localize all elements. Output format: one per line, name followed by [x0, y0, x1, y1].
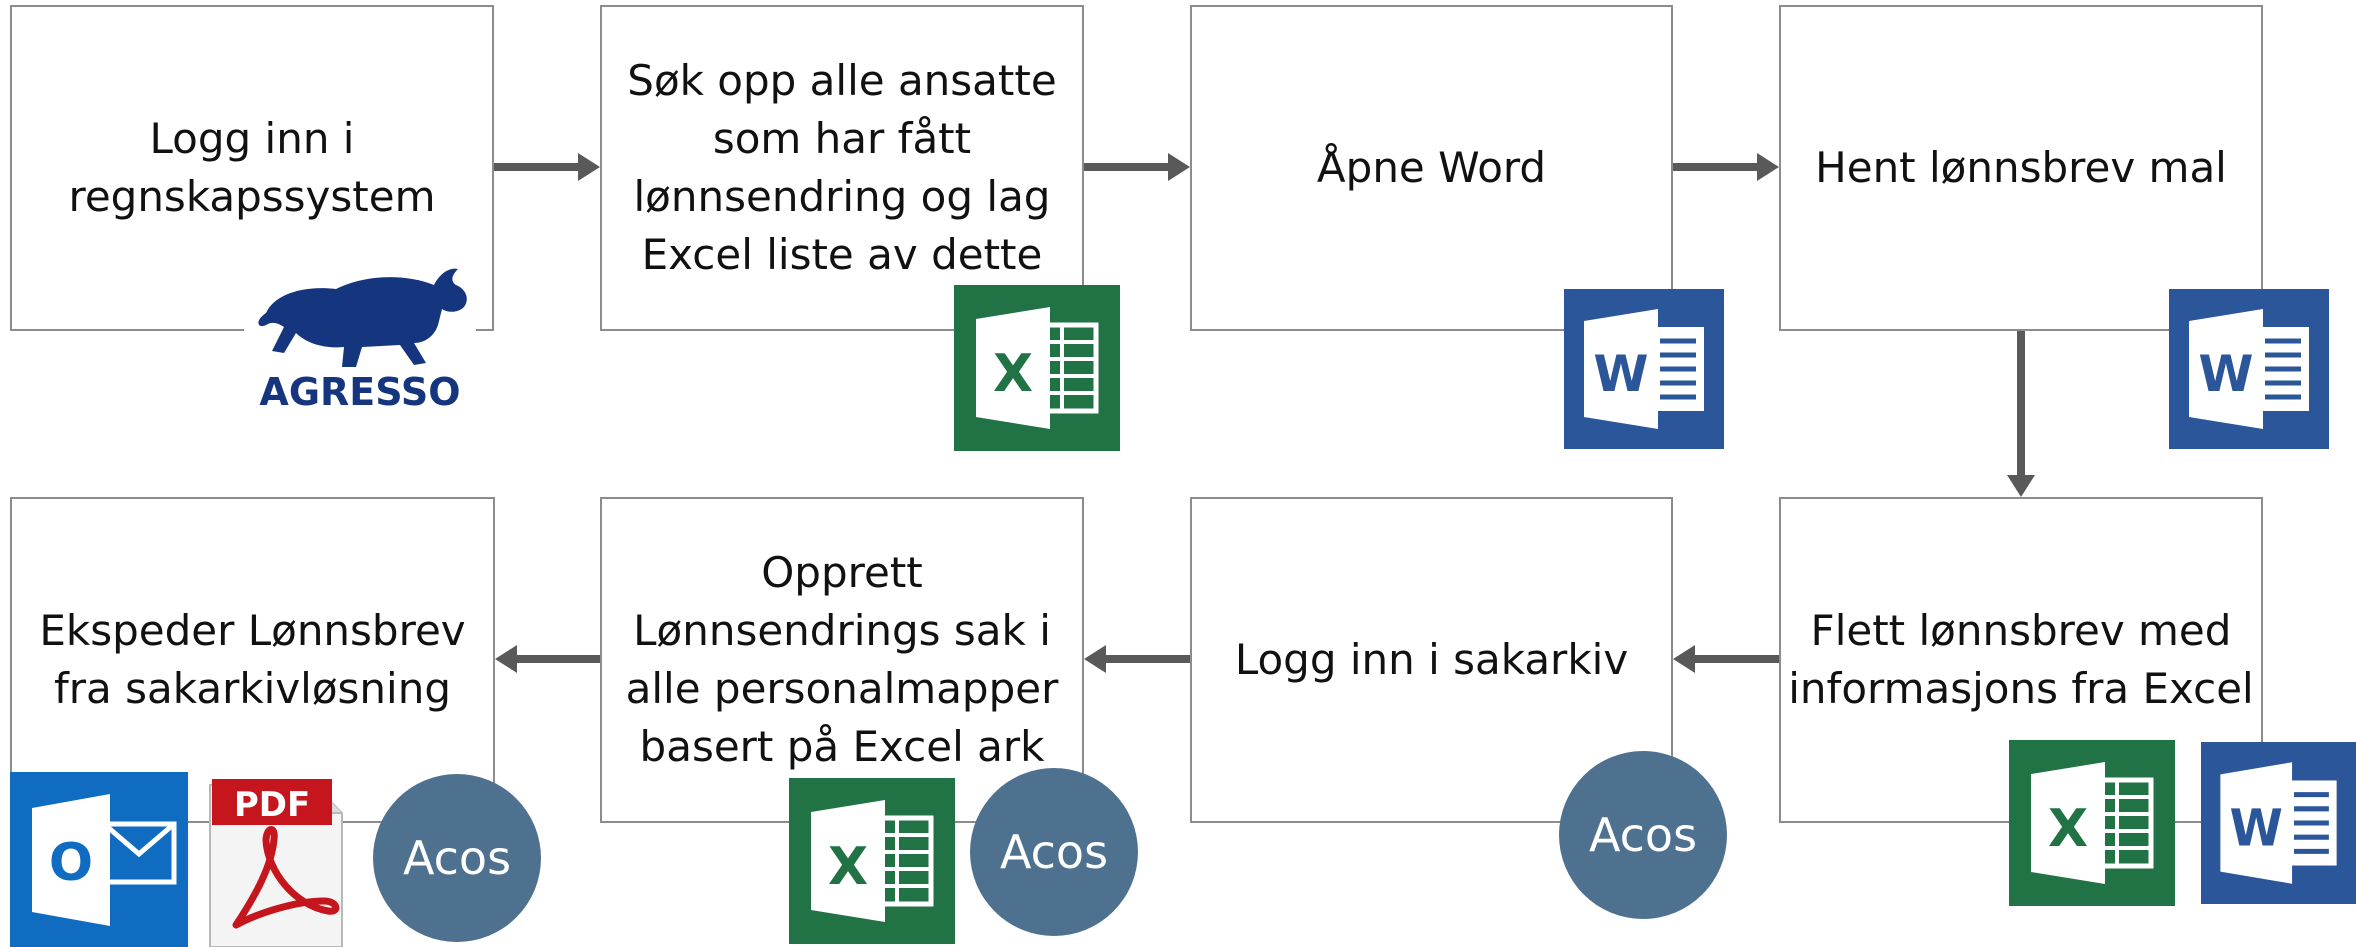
- arrow-2-3-head: [1168, 153, 1190, 181]
- step-label: Logg inn i sakarkiv: [1234, 635, 1629, 684]
- step-get-template: Hent lønnsbrev mal: [1779, 5, 2263, 331]
- svg-text:O: O: [49, 833, 93, 893]
- svg-text:PDF: PDF: [234, 785, 310, 825]
- arrow-6-7-head: [1084, 645, 1106, 673]
- step-label: Opprett Lønnsendrings sak i alle persona…: [625, 548, 1059, 771]
- word-icon: W: [2169, 289, 2329, 449]
- step-open-word: Åpne Word: [1190, 5, 1673, 331]
- excel-icon: X: [954, 285, 1120, 451]
- arrow-1-2-head: [578, 153, 600, 181]
- outlook-icon: O: [10, 772, 188, 947]
- arrow-5-6-head: [1673, 645, 1695, 673]
- step-label: Søk opp alle ansatte som har fått lønnse…: [627, 56, 1057, 279]
- agresso-logo: AGRESSO: [244, 255, 476, 415]
- arrow-7-8-head: [495, 645, 517, 673]
- excel-icon: X: [2009, 740, 2175, 906]
- acos-logo: Acos: [372, 773, 542, 943]
- pdf-icon: PDF: [200, 775, 346, 947]
- svg-text:W: W: [2198, 345, 2253, 403]
- svg-text:Acos: Acos: [1000, 825, 1108, 879]
- svg-text:W: W: [1593, 345, 1648, 403]
- acos-logo: Acos: [1558, 750, 1728, 920]
- step-label: Flett lønnsbrev med informasjons fra Exc…: [1788, 606, 2254, 713]
- svg-text:X: X: [993, 344, 1033, 404]
- word-icon: W: [2201, 742, 2356, 904]
- agresso-logo-text: AGRESSO: [259, 370, 460, 414]
- arrow-4-5-head: [2007, 475, 2035, 497]
- step-label: Logg inn i regnskapssystem: [68, 114, 436, 221]
- word-icon: W: [1564, 289, 1724, 449]
- step-label: Åpne Word: [1316, 143, 1547, 192]
- arrow-3-4-head: [1757, 153, 1779, 181]
- svg-text:X: X: [828, 837, 868, 897]
- svg-text:Acos: Acos: [403, 831, 511, 885]
- step-label: Hent lønnsbrev mal: [1815, 143, 2227, 192]
- step-dispatch-letters: Ekspeder Lønnsbrev fra sakarkivløsning: [10, 497, 495, 823]
- acos-logo: Acos: [969, 767, 1139, 937]
- svg-text:Acos: Acos: [1589, 808, 1697, 862]
- excel-icon: X: [789, 778, 955, 944]
- step-create-case: Opprett Lønnsendrings sak i alle persona…: [600, 497, 1084, 823]
- svg-text:W: W: [2230, 798, 2283, 857]
- svg-text:X: X: [2048, 799, 2088, 859]
- step-label: Ekspeder Lønnsbrev fra sakarkivløsning: [39, 606, 466, 713]
- step-find-employees: Søk opp alle ansatte som har fått lønnse…: [600, 5, 1084, 331]
